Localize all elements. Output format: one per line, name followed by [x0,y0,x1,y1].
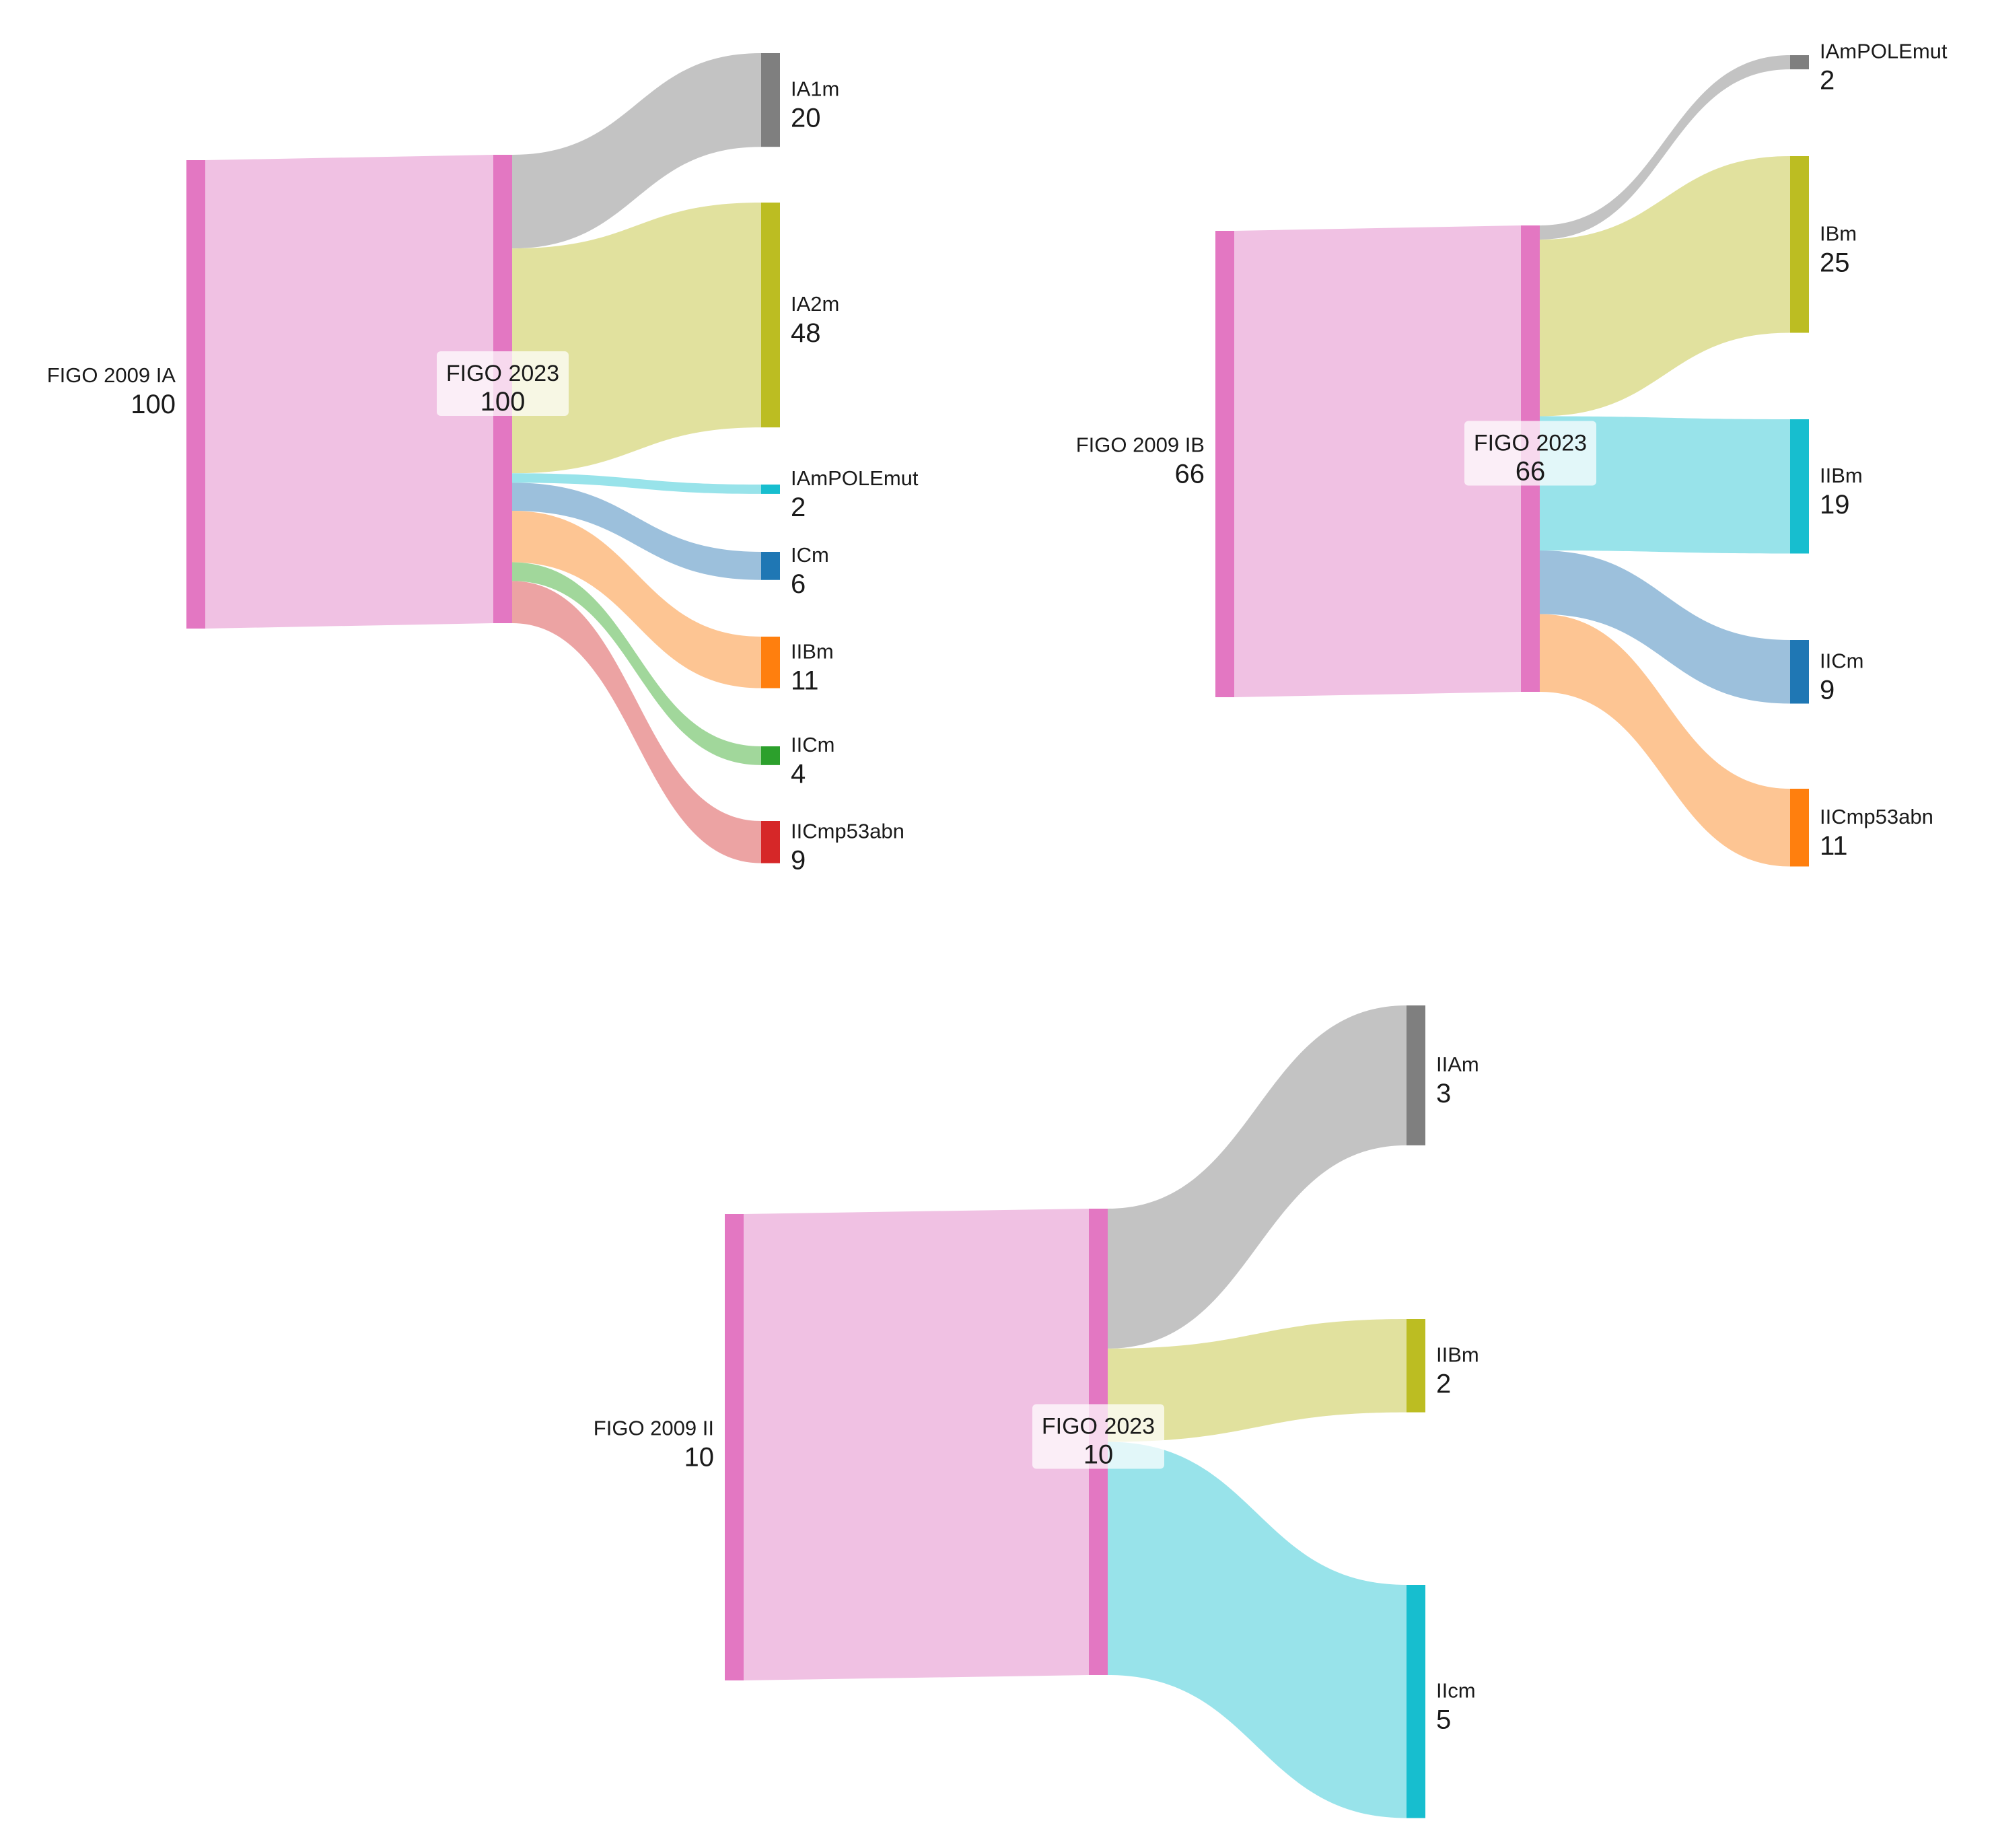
target-value-ibm: 25 [1820,248,1850,277]
target-label-ibm: IBm [1820,221,1857,245]
target-bar-iicm [1407,1585,1425,1818]
target-value-iampolemut: 2 [1820,66,1835,96]
target-bar-iibm [1790,419,1809,554]
middle-label: FIGO 2023 [1474,431,1587,456]
middle-label-box [1464,421,1596,486]
middle-label: FIGO 2023 [446,361,559,386]
flow-iicmp53abn [1540,614,1790,867]
source-label: FIGO 2009 II [594,1417,714,1440]
flow-iicm [512,562,761,765]
target-bar-icm [761,552,780,580]
source-label: FIGO 2009 IA [47,363,176,387]
target-value-icm: 6 [791,569,806,599]
flow-iibm [1540,416,1790,554]
target-value-iampolemut: 2 [791,493,806,522]
source-value: 10 [684,1443,715,1472]
target-label-iampolemut: IAmPOLEmut [791,466,919,490]
flow-iiam [1108,1005,1407,1349]
target-label-iicm: IIcm [1436,1678,1476,1702]
flow-iampolemut [1540,55,1790,240]
middle-label: FIGO 2023 [1042,1414,1155,1440]
middle-value: 10 [1083,1440,1114,1470]
flow-source-to-middle [205,155,493,629]
target-label-iiam: IIAm [1436,1053,1479,1076]
target-bar-iampolemut [761,485,780,494]
target-value-iibm: 19 [1820,490,1850,520]
target-value-iicmp53abn: 9 [791,845,806,875]
target-value-iicm: 4 [791,759,806,789]
target-bar-iibm [761,637,780,688]
source-value: 66 [1175,460,1205,489]
middle-label-box [1032,1404,1164,1469]
target-value-iibm: 2 [1436,1369,1451,1398]
flow-iampolemut [512,473,761,494]
target-label-iampolemut: IAmPOLEmut [1820,40,1948,63]
target-value-iibm: 11 [791,666,819,695]
middle-value: 66 [1516,457,1546,487]
flow-iibm [512,510,761,688]
target-bar-ia1m [761,53,780,147]
target-label-iicm: IICm [791,733,834,756]
target-value-ia1m: 20 [791,104,821,133]
target-label-ia1m: IA1m [791,77,839,101]
flow-iicm [1108,1442,1407,1818]
source-bar [725,1214,744,1680]
flow-iibm [1108,1319,1407,1442]
target-bar-iampolemut [1790,55,1809,69]
flow-source-to-middle [1234,225,1521,697]
target-value-iicm: 5 [1436,1705,1451,1734]
target-label-ia2m: IA2m [791,292,839,316]
flow-ia1m [512,53,761,249]
target-bar-iiam [1407,1005,1425,1145]
target-value-iiam: 3 [1436,1079,1451,1108]
source-value: 100 [131,390,176,419]
flow-iicmp53abn [512,581,761,863]
target-label-iibm: IIBm [1820,464,1863,487]
target-label-iicm: IICm [1820,649,1863,672]
target-label-iicmp53abn: IICmp53abn [791,819,904,843]
middle-value: 100 [481,387,526,417]
source-bar [186,160,205,629]
target-label-iicmp53abn: IICmp53abn [1820,805,1933,828]
target-bar-iicmp53abn [761,821,780,863]
target-bar-iicm [761,746,780,765]
flow-iicm [1540,550,1790,704]
flow-icm [512,483,761,580]
target-bar-iicmp53abn [1790,789,1809,867]
target-value-iicm: 9 [1820,675,1835,705]
target-value-iicmp53abn: 11 [1820,831,1848,861]
flow-ibm [1540,156,1790,417]
source-label: FIGO 2009 IB [1076,433,1205,457]
target-bar-iibm [1407,1319,1425,1413]
target-bar-iicm [1790,640,1809,704]
middle-label-box [437,351,569,416]
target-value-ia2m: 48 [791,318,821,348]
source-bar [1215,231,1234,697]
target-bar-ia2m [761,203,780,428]
target-label-icm: ICm [791,543,829,567]
flow-ia2m [512,203,761,474]
target-bar-ibm [1790,156,1809,333]
target-label-iibm: IIBm [791,639,834,663]
flow-source-to-middle [744,1209,1089,1680]
target-label-iibm: IIBm [1436,1343,1479,1366]
